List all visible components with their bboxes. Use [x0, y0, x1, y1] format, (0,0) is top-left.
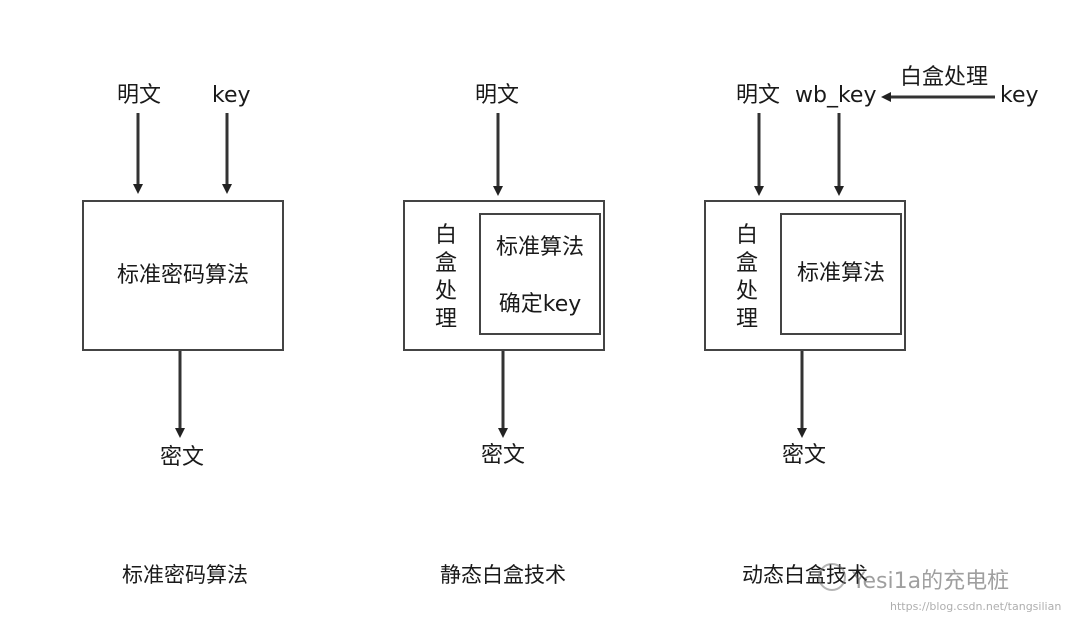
- vertical-char: 盒: [434, 251, 457, 276]
- watermark-url: https://blog.csdn.net/tangsilian: [890, 600, 1062, 613]
- watermark-text: Yesi1a的充电桩: [852, 569, 1010, 594]
- label-wb-key: wb_key: [795, 83, 877, 108]
- inner-line-standard-algorithm: 标准算法: [495, 235, 585, 260]
- inner-line-standard-algorithm: 标准算法: [796, 261, 886, 286]
- vertical-char: 处: [434, 279, 457, 304]
- vertical-char: 白: [735, 223, 758, 248]
- static-inner-algorithm-box: 标准算法 确定key: [479, 213, 601, 335]
- vertical-char: 理: [434, 307, 457, 332]
- dynamic-inner-algorithm-box: 标准算法: [780, 213, 902, 335]
- label-plaintext: 明文: [117, 83, 162, 108]
- label-plaintext-dynamic: 明文: [736, 83, 781, 108]
- caption-static: 静态白盒技术: [440, 563, 566, 587]
- whitebox-process-vertical-label: 白 盒 处 理: [431, 222, 461, 334]
- label-ciphertext-static: 密文: [481, 443, 526, 468]
- label-plaintext-static: 明文: [475, 83, 520, 108]
- standard-algorithm-box: 标准密码算法: [82, 200, 284, 351]
- caption-standard: 标准密码算法: [122, 563, 248, 587]
- vertical-char: 白: [434, 223, 457, 248]
- label-key: key: [212, 83, 251, 108]
- vertical-char: 处: [735, 279, 758, 304]
- label-ciphertext: 密文: [160, 445, 205, 470]
- vertical-char: 理: [735, 307, 758, 332]
- vertical-char: 盒: [735, 251, 758, 276]
- caption-dynamic: 动态白盒技术: [742, 563, 868, 587]
- label-ciphertext-dynamic: 密文: [782, 443, 827, 468]
- wechat-icon: [818, 563, 846, 591]
- whitebox-process-vertical-label: 白 盒 处 理: [732, 222, 762, 334]
- label-key-dynamic: key: [1000, 83, 1039, 108]
- inner-line-fixed-key: 确定key: [498, 292, 582, 317]
- standard-algorithm-label: 标准密码算法: [116, 262, 250, 288]
- label-whitebox-process: 白盒处理: [900, 65, 989, 90]
